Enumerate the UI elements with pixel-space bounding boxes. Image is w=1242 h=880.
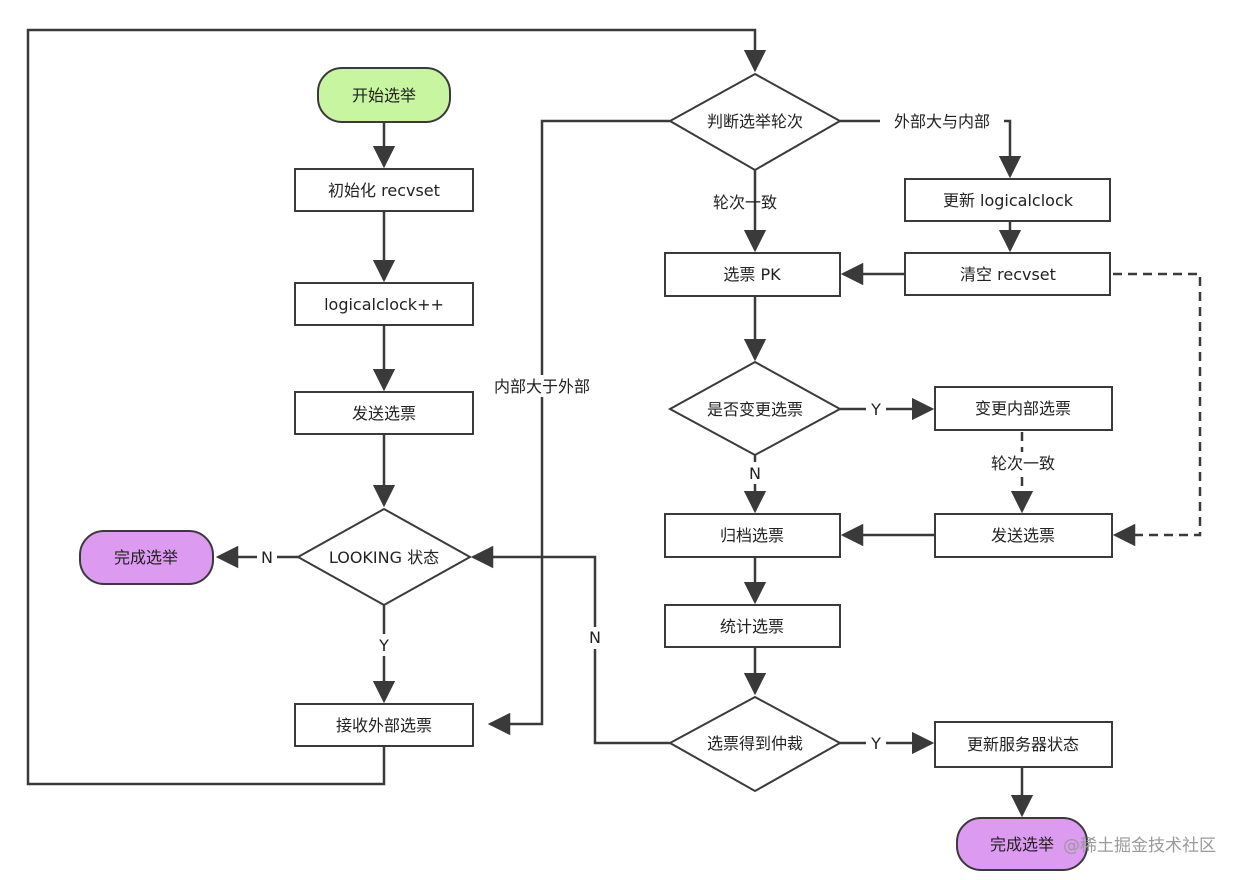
finish-right-label: 完成选举 — [990, 835, 1054, 854]
update-logicalclock-box — [904, 178, 1111, 222]
archive-vote-box — [664, 513, 841, 558]
judge-round-diamond — [667, 72, 843, 172]
start-label: 开始选举 — [352, 86, 416, 105]
edge-clear-to-send-dashed — [1112, 272, 1202, 547]
edges — [26, 28, 1202, 818]
send-vote-right-box — [934, 513, 1113, 558]
change-internal-box — [934, 386, 1113, 431]
label-quorum-no: N — [589, 628, 601, 647]
edge-receive-to-judge-loop — [26, 28, 767, 786]
label-change-yes: Y — [870, 400, 881, 419]
count-votes-label: 统计选票 — [720, 617, 784, 636]
clear-recvset-box — [904, 252, 1111, 296]
looking-state-diamond — [295, 507, 473, 607]
label-looking-no: N — [261, 548, 273, 567]
start-terminator — [317, 67, 451, 123]
vote-pk-label: 选票 PK — [723, 265, 781, 284]
judge-round-label: 判断选举轮次 — [707, 112, 803, 131]
logicalclock-inc-box — [294, 282, 474, 326]
finish-right-terminator — [956, 817, 1088, 871]
edge-quorum-no — [470, 545, 670, 745]
label-change-no: N — [749, 464, 761, 483]
logicalclock-inc-label: logicalclock++ — [324, 295, 444, 314]
change-vote-diamond — [667, 360, 843, 457]
edge-labels: 外部大与内部 轮次一致 内部大于外部 Y N 轮次一致 N Y N Y — [257, 110, 1068, 755]
update-server-state-box — [934, 721, 1113, 768]
init-recvset-label: 初始化 recvset — [328, 181, 440, 200]
update-logicalclock-label: 更新 logicalclock — [943, 191, 1074, 210]
update-server-state-label: 更新服务器状态 — [967, 735, 1079, 754]
label-round-equal-2: 轮次一致 — [991, 454, 1055, 473]
finish-left-terminator — [79, 530, 214, 585]
archive-vote-label: 归档选票 — [720, 526, 784, 545]
change-internal-label: 变更内部选票 — [975, 399, 1071, 418]
receive-external-box — [294, 703, 474, 747]
label-internal-greater: 内部大于外部 — [494, 377, 590, 396]
edge-judge-internal-greater — [487, 119, 670, 736]
watermark: @稀土掘金技术社区 — [1063, 836, 1216, 856]
nodes: 开始选举 初始化 recvset logicalclock++ 发送选票 LOO… — [79, 67, 1113, 871]
count-votes-box — [664, 604, 841, 648]
quorum-label: 选票得到仲裁 — [707, 734, 803, 753]
send-vote-right-label: 发送选票 — [991, 526, 1055, 545]
clear-recvset-label: 清空 recvset — [960, 265, 1056, 284]
label-round-equal-1: 轮次一致 — [713, 193, 777, 212]
looking-state-label: LOOKING 状态 — [329, 548, 439, 567]
label-quorum-yes: Y — [870, 734, 881, 753]
quorum-diamond — [667, 695, 843, 793]
send-vote-left-box — [294, 391, 474, 435]
send-vote-left-label: 发送选票 — [352, 404, 416, 423]
label-looking-yes: Y — [378, 636, 389, 655]
vote-pk-box — [664, 252, 841, 297]
label-external-greater: 外部大与内部 — [894, 112, 990, 131]
init-recvset-box — [294, 168, 474, 212]
finish-left-label: 完成选举 — [114, 548, 178, 567]
receive-external-label: 接收外部选票 — [336, 716, 432, 735]
change-vote-label: 是否变更选票 — [707, 400, 803, 419]
